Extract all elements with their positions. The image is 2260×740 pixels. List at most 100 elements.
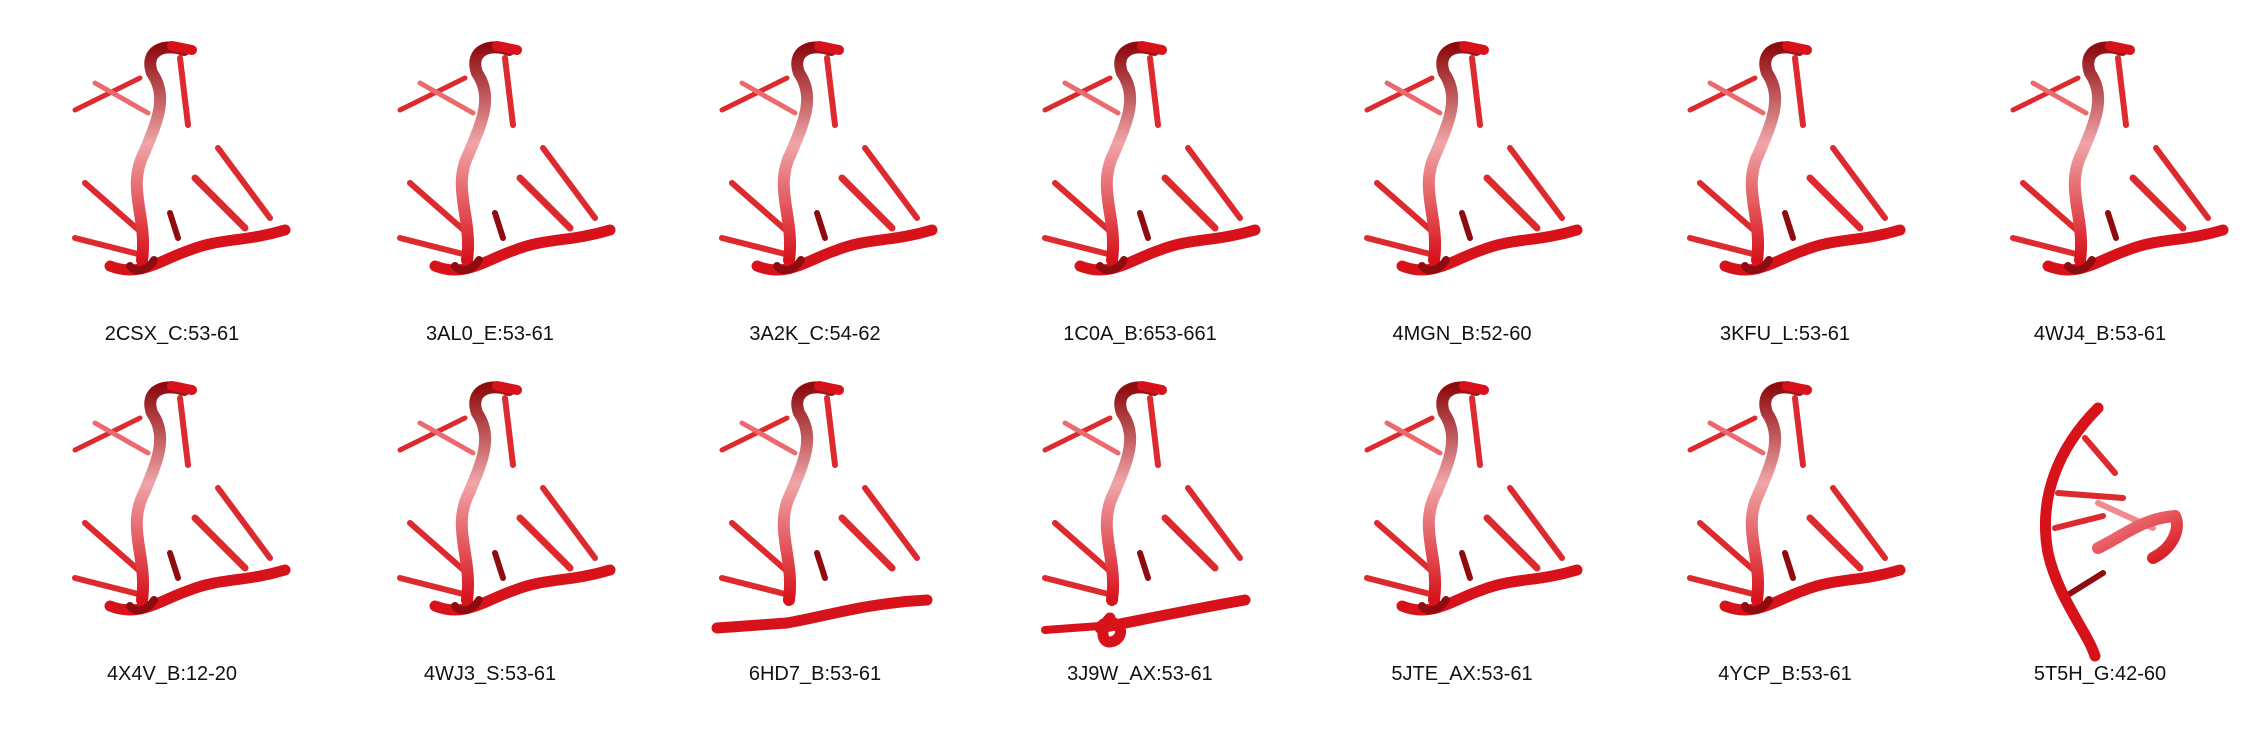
base-stick xyxy=(1367,578,1434,595)
base-stick xyxy=(817,553,825,578)
base-stick xyxy=(170,213,178,238)
panel: 5T5H_G:42-60 xyxy=(2034,408,2177,685)
rna-3d-structure xyxy=(1045,386,1245,642)
panel-label: 3A2K_C:54-62 xyxy=(749,323,880,345)
base-stick xyxy=(400,238,467,255)
base-stick xyxy=(400,578,467,595)
panel-label: 3J9W_AX:53-61 xyxy=(1067,663,1213,685)
backbone-cap xyxy=(1787,386,1807,390)
base-stick xyxy=(1367,238,1434,255)
base-stick xyxy=(1165,178,1215,228)
backbone-lower xyxy=(1100,600,1245,642)
base-stick xyxy=(2118,58,2126,125)
backbone-cap xyxy=(1787,46,1807,50)
backbone-cap xyxy=(819,386,839,390)
base-stick xyxy=(827,398,835,465)
base-stick xyxy=(1150,398,1158,465)
base-stick xyxy=(2058,493,2123,498)
base-stick xyxy=(170,553,178,578)
panel: 3J9W_AX:53-61 xyxy=(1045,386,1245,685)
base-stick xyxy=(505,58,513,125)
backbone-cap xyxy=(172,386,192,390)
panel-label: 4X4V_B:12-20 xyxy=(107,663,237,685)
base-stick xyxy=(1690,578,1757,595)
base-stick xyxy=(1150,58,1158,125)
rna-3d-structure xyxy=(75,386,285,610)
base-stick xyxy=(1795,58,1803,125)
rna-3d-structure xyxy=(2013,46,2223,270)
base-stick xyxy=(1140,553,1148,578)
panel-label: 4WJ4_B:53-61 xyxy=(2034,323,2166,345)
base-stick xyxy=(1472,58,1480,125)
panel-label: 3AL0_E:53-61 xyxy=(426,323,554,345)
rna-3d-structure xyxy=(2045,408,2176,656)
rna-3d-structure xyxy=(1367,386,1577,610)
backbone-lower xyxy=(435,230,610,270)
rna-3d-structure xyxy=(1690,386,1900,610)
base-stick xyxy=(495,213,503,238)
panel: 6HD7_B:53-61 xyxy=(717,386,927,685)
rna-3d-structure xyxy=(400,46,610,270)
backbone-lower xyxy=(1402,230,1577,270)
backbone-lower xyxy=(1725,570,1900,610)
backbone-lower xyxy=(110,230,285,270)
panel: 3KFU_L:53-61 xyxy=(1690,46,1900,345)
base-stick xyxy=(1690,238,1757,255)
base-stick xyxy=(1810,518,1860,568)
backbone-lower xyxy=(1045,626,1100,630)
backbone-cap xyxy=(1142,386,1162,390)
base-stick xyxy=(1487,178,1537,228)
panel: 3A2K_C:54-62 xyxy=(722,46,932,345)
backbone-cap xyxy=(1464,386,1484,390)
base-stick xyxy=(817,213,825,238)
panel-label: 3KFU_L:53-61 xyxy=(1720,323,1850,345)
panel: 4X4V_B:12-20 xyxy=(75,386,285,685)
base-stick xyxy=(520,518,570,568)
panel: 4YCP_B:53-61 xyxy=(1690,386,1900,685)
base-stick xyxy=(195,178,245,228)
backbone-lower xyxy=(435,570,610,610)
base-stick xyxy=(1462,553,1470,578)
backbone-cap xyxy=(2110,46,2130,50)
base-stick xyxy=(1785,213,1793,238)
base-stick xyxy=(1487,518,1537,568)
base-stick xyxy=(1462,213,1470,238)
backbone-lower xyxy=(2048,230,2223,270)
base-stick xyxy=(2055,516,2103,528)
base-stick xyxy=(2013,238,2080,255)
backbone-lower xyxy=(757,230,932,270)
rna-3d-structure xyxy=(722,46,932,270)
base-stick xyxy=(1810,178,1860,228)
base-stick xyxy=(1165,518,1215,568)
rna-3d-structure xyxy=(400,386,610,610)
base-stick xyxy=(495,553,503,578)
base-stick xyxy=(722,578,789,595)
backbone-cap xyxy=(1142,46,1162,50)
rna-3d-structure xyxy=(717,386,927,628)
panel-label: 6HD7_B:53-61 xyxy=(749,663,881,685)
panel: 4MGN_B:52-60 xyxy=(1367,46,1577,345)
rna-3d-structure xyxy=(1045,46,1255,270)
panel: 5JTE_AX:53-61 xyxy=(1367,386,1577,685)
panel: 1C0A_B:653-661 xyxy=(1045,46,1255,345)
base-stick xyxy=(180,58,188,125)
panel-label: 5JTE_AX:53-61 xyxy=(1391,663,1532,685)
base-stick xyxy=(842,178,892,228)
backbone-cap xyxy=(497,386,517,390)
backbone-cap xyxy=(172,46,192,50)
panel-label: 4YCP_B:53-61 xyxy=(1718,663,1851,685)
base-stick xyxy=(2085,438,2115,473)
base-stick xyxy=(2108,213,2116,238)
base-stick xyxy=(180,398,188,465)
backbone-lower xyxy=(717,600,927,628)
base-stick xyxy=(520,178,570,228)
panel: 2CSX_C:53-61 xyxy=(75,46,285,345)
panel: 4WJ3_S:53-61 xyxy=(400,386,610,685)
backbone-lower xyxy=(1725,230,1900,270)
panel-label: 4MGN_B:52-60 xyxy=(1393,323,1532,345)
panel: 4WJ4_B:53-61 xyxy=(2013,46,2223,345)
base-stick xyxy=(1785,553,1793,578)
base-stick xyxy=(722,238,789,255)
